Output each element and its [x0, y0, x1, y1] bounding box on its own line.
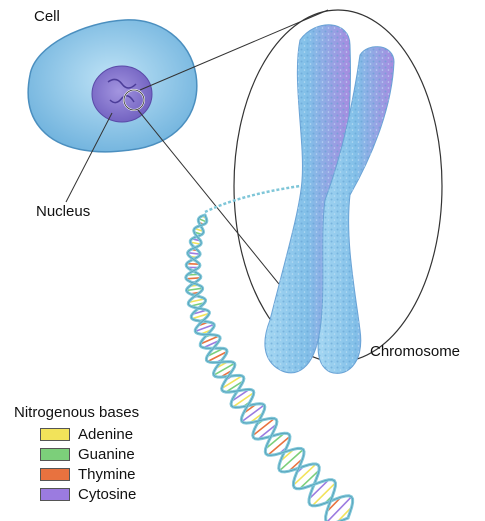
legend-item-cytosine: Cytosine	[40, 484, 139, 504]
dna-base-pair	[206, 347, 224, 358]
dna-double-helix	[184, 213, 355, 521]
legend-label-thymine: Thymine	[78, 465, 136, 483]
dna-base-pair	[252, 417, 275, 437]
dna-base-pair	[225, 380, 244, 393]
dna-base-pair	[199, 335, 220, 345]
zoom-line-top	[139, 9, 329, 91]
dna-base-pair	[299, 469, 320, 490]
dna-base-pair	[191, 312, 210, 320]
dna-base-pair	[292, 463, 317, 486]
dna-base-pair	[326, 496, 342, 513]
dna-backbone-b-edge	[185, 214, 349, 521]
chromosome	[264, 24, 395, 374]
legend-label-guanine: Guanine	[78, 445, 135, 463]
dna-base-pair	[203, 339, 220, 349]
legend-label-cytosine: Cytosine	[78, 485, 137, 503]
nucleus-pointer	[65, 112, 113, 203]
dna-base-pair	[265, 432, 285, 450]
dna-base-pair	[188, 298, 205, 304]
dna-base-pair	[257, 423, 278, 440]
legend-item-guanine: Guanine	[40, 444, 139, 464]
legend-swatch-guanine	[40, 447, 70, 461]
dna-base-pair	[337, 506, 353, 521]
dna-base-pair	[241, 404, 265, 423]
dna-base-pair	[279, 448, 304, 472]
dna-base-pair	[311, 482, 336, 507]
dna-base-pair	[232, 391, 255, 408]
dna-base-pair	[308, 479, 330, 500]
dna-base-pair	[326, 496, 353, 521]
legend-item-adenine: Adenine	[40, 424, 139, 444]
dna-base-pair	[213, 362, 235, 376]
legend-label-adenine: Adenine	[78, 425, 134, 443]
dna-base-pair	[207, 350, 228, 363]
legend: Nitrogenous bases Adenine Guanine Thymin…	[14, 404, 139, 504]
legend-swatch-adenine	[40, 427, 70, 441]
legend-swatch-thymine	[40, 467, 70, 481]
nucleus	[91, 65, 153, 123]
dna-base-pair	[194, 323, 215, 333]
zoom-line-bottom	[137, 109, 301, 311]
dna-coil-lead	[204, 184, 301, 214]
cell-label: Cell	[34, 8, 60, 25]
dna-base-pair	[186, 276, 201, 280]
nucleus-chromatin	[107, 78, 137, 104]
chromosome-label: Chromosome	[370, 343, 461, 360]
nucleus-label: Nucleus	[36, 203, 91, 220]
dna-base-pair	[231, 388, 250, 402]
legend-swatch-cytosine	[40, 487, 70, 501]
legend-item-thymine: Thymine	[40, 464, 139, 484]
dna-base-pair	[267, 435, 291, 456]
dna-base-pair	[187, 251, 201, 255]
legend-title: Nitrogenous bases	[14, 404, 140, 421]
dna-base-pair	[186, 287, 203, 292]
dna-base-pair	[221, 375, 243, 390]
